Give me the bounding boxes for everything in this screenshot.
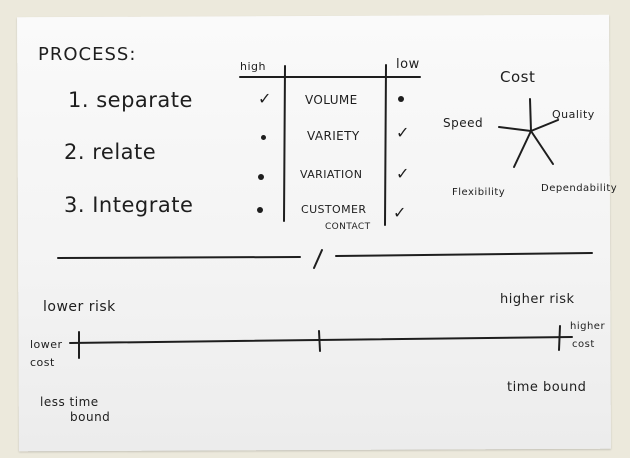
process-step-2: 2. relate bbox=[64, 140, 156, 164]
objective-flexibility: Flexibility bbox=[452, 187, 506, 198]
scale-right-bottom: time bound bbox=[507, 380, 587, 395]
objective-cost: Cost bbox=[500, 68, 536, 86]
step-number: 3. bbox=[64, 193, 86, 217]
step-label: Integrate bbox=[92, 193, 194, 217]
check-icon: ✓ bbox=[396, 123, 410, 142]
table-header-high: high bbox=[240, 60, 266, 73]
step-number: 2. bbox=[64, 140, 86, 164]
table-row-label-customer: CUSTOMER bbox=[301, 203, 367, 216]
scale-left-bottom-line1: less time bbox=[40, 395, 99, 409]
dot-icon bbox=[257, 207, 263, 213]
table-row-label-variation: VARIATION bbox=[300, 168, 363, 181]
scale-left-end-line1: lower bbox=[30, 338, 63, 351]
objective-speed: Speed bbox=[443, 116, 484, 130]
table-header-low: low bbox=[396, 57, 420, 72]
process-step-3: 3. Integrate bbox=[64, 193, 193, 217]
check-icon: ✓ bbox=[396, 164, 410, 183]
scale-left-bottom-line2: bound bbox=[70, 410, 111, 424]
scale-right-top: higher risk bbox=[500, 292, 575, 307]
step-number: 1. bbox=[68, 88, 90, 112]
dot-icon bbox=[258, 174, 264, 180]
dot-icon bbox=[261, 135, 266, 140]
table-row-label-volume: VOLUME bbox=[305, 93, 358, 107]
check-icon: ✓ bbox=[393, 203, 407, 222]
scale-left-end-line2: cost bbox=[30, 356, 55, 369]
scale-left-top: lower risk bbox=[43, 299, 116, 315]
process-step-1: 1. separate bbox=[68, 88, 193, 112]
objective-quality: Quality bbox=[552, 108, 595, 121]
table-row-label-contact: CONTACT bbox=[325, 222, 371, 232]
objective-dependability: Dependability bbox=[541, 183, 618, 194]
scale-right-end-line1: higher bbox=[570, 321, 606, 332]
check-icon: ✓ bbox=[258, 89, 272, 108]
step-label: relate bbox=[92, 140, 157, 164]
process-title: PROCESS: bbox=[38, 44, 137, 65]
step-label: separate bbox=[96, 88, 193, 112]
table-row-label-variety: VARIETY bbox=[307, 129, 360, 143]
scale-right-end-line2: cost bbox=[572, 339, 595, 350]
dot-icon bbox=[398, 96, 404, 102]
